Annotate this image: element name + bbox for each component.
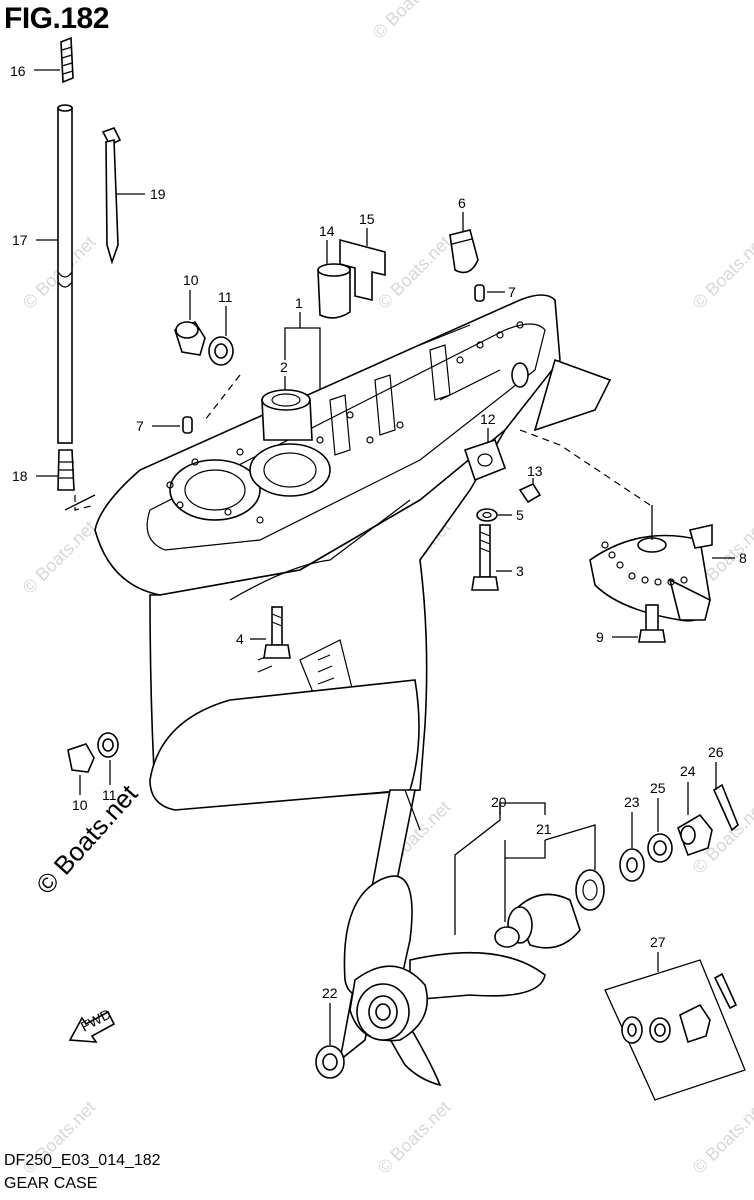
part-21-bushing <box>494 869 605 949</box>
callout-24: 24 <box>680 763 696 779</box>
watermark: © Boats.net <box>374 232 455 313</box>
callout-20: 20 <box>491 794 507 810</box>
callout-21: 21 <box>536 821 552 837</box>
part-12-bushing <box>463 438 507 482</box>
callout-10: 10 <box>72 797 88 813</box>
callout-11: 11 <box>102 787 117 803</box>
callout-16: 16 <box>10 63 26 79</box>
callout-3: 3 <box>516 563 524 579</box>
part-17-water-tube <box>57 104 73 444</box>
callout-7: 7 <box>508 284 516 300</box>
watermark: © Boats.net <box>369 0 450 43</box>
part-25-washer <box>647 833 673 863</box>
part-26-cotter-pin <box>712 783 739 832</box>
callout-6: 6 <box>458 195 466 211</box>
part-11-washer <box>208 336 234 366</box>
callout-23: 23 <box>624 794 640 810</box>
part-3-bolt <box>471 524 499 591</box>
part-27-kit <box>604 959 746 1101</box>
callout-10: 10 <box>183 272 199 288</box>
part-24-nut <box>677 813 713 857</box>
callout-27: 27 <box>650 934 666 950</box>
callout-13: 13 <box>527 463 543 479</box>
part-6-cap <box>449 229 479 274</box>
watermark: © Boats.net <box>689 1097 754 1178</box>
part-7-dowel-pin <box>474 284 485 302</box>
callout-15: 15 <box>359 211 375 227</box>
callout-5: 5 <box>516 507 524 523</box>
callout-14: 14 <box>319 223 335 239</box>
part-5-washer <box>476 508 498 522</box>
part-18-fitting <box>57 449 75 491</box>
part-22-spacer <box>315 1045 345 1079</box>
fwd-arrow-icon: FWD <box>68 1006 116 1043</box>
part-20-propeller <box>343 875 546 1087</box>
figure-code: DF250_E03_014_182 <box>4 1152 161 1169</box>
callout-9: 9 <box>596 629 604 645</box>
figure-title: FIG.182 <box>4 2 109 35</box>
part-19-cable-tie <box>101 127 122 265</box>
part-8-trim-tab <box>589 523 713 622</box>
part-16-grommet <box>60 36 74 84</box>
callout-4: 4 <box>236 631 244 647</box>
part-15-plate <box>339 238 386 302</box>
callout-26: 26 <box>708 744 724 760</box>
callout-8: 8 <box>739 550 747 566</box>
part-11-washer <box>97 732 119 758</box>
part-13-screw <box>518 482 542 504</box>
part-7-dowel-pin <box>182 416 193 434</box>
watermark: © Boats.net <box>19 517 100 598</box>
callout-17: 17 <box>12 232 28 248</box>
callout-2: 2 <box>280 359 288 375</box>
callout-18: 18 <box>12 468 28 484</box>
watermark: © Boats.net <box>689 232 754 313</box>
part-9-bolt <box>638 604 666 643</box>
watermark: © Boats.net <box>374 1097 455 1178</box>
callout-12: 12 <box>480 411 496 427</box>
callout-labels: 16 17 18 19 14 15 6 7 1 2 10 11 7 12 13 … <box>10 63 747 1001</box>
part-10-plug <box>174 321 206 356</box>
part-14-clip <box>317 260 351 319</box>
part-4-bolt <box>263 606 291 659</box>
part-10-plug <box>67 743 95 773</box>
callout-11: 11 <box>218 289 233 305</box>
part-23-washer <box>619 848 645 882</box>
callout-1: 1 <box>295 295 303 311</box>
callout-25: 25 <box>650 780 666 796</box>
figure-name: GEAR CASE <box>4 1175 98 1192</box>
callout-7: 7 <box>136 418 144 434</box>
callout-19: 19 <box>150 186 166 202</box>
callout-22: 22 <box>322 985 338 1001</box>
